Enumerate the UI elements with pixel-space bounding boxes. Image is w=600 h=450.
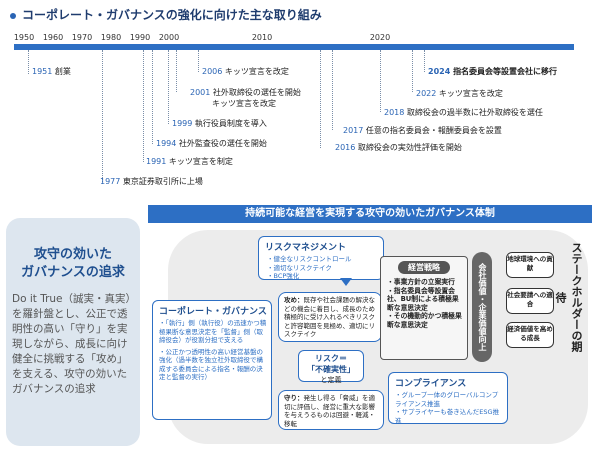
year-label: 1950 xyxy=(13,33,35,42)
corporate-governance-box: コーポレート・ガバナンス ・「執行」側（執行役）の迅速かつ積極果断な意思決定を「… xyxy=(152,300,272,420)
corporate-governance-items: ・「執行」側（執行役）の迅速かつ積極果断な意思決定を「監督」側（取締役会）が役割… xyxy=(159,319,267,381)
connector xyxy=(152,50,153,144)
year-label: 1970 xyxy=(71,33,93,42)
connector xyxy=(424,50,425,72)
risk-definition-line: と定義 xyxy=(320,376,342,384)
left-panel-title: 攻守の効いた ガバナンスの追求 xyxy=(21,247,125,280)
connector xyxy=(102,50,103,182)
connector xyxy=(412,50,413,92)
outcome-box: 経済価値を高める成長 xyxy=(506,322,554,348)
risk-management-items: ・健全なリスクコントロール ・適切なリスクテイク ・BCP強化 xyxy=(267,255,352,280)
corporate-governance-title: コーポレート・ガバナンス xyxy=(159,307,267,317)
year-label: 1960 xyxy=(42,33,64,42)
timeline-event: 2024 指名委員会等設置会社に移行 xyxy=(428,67,558,76)
year-label: 1990 xyxy=(129,33,151,42)
defense-text: 発生し得る「脅威」を適切に評価し、経営に重大な影響を与えうるものは回避・軽減・移… xyxy=(284,394,375,428)
risk-definition-box: リスク＝ 「不確実性」 と定義 xyxy=(298,350,364,384)
page-title-text: コーポレート・ガバナンスの強化に向けた主な取り組み xyxy=(22,8,322,22)
compliance-box: コンプライアンス ・グループ一体のグローバルコンプライアンス推進 ・サプライヤー… xyxy=(388,372,508,425)
attack-label: 攻め： xyxy=(284,296,304,304)
year-label: 1980 xyxy=(100,33,122,42)
year-label: 2010 xyxy=(251,33,273,42)
connector xyxy=(380,50,381,112)
connector xyxy=(168,50,169,124)
governance-banner: 持続可能な経営を実現する攻守の効いたガバナンス体制 xyxy=(148,205,592,223)
arrow-down-icon xyxy=(340,278,352,286)
defense-box: 守り：発生し得る「脅威」を適切に評価し、経営に重大な影響を与えうるものは回避・軽… xyxy=(278,390,384,430)
outcome-box: 地球環境への貢献 xyxy=(506,252,554,278)
corporate-value-bar: 会社価値・企業価値向上 xyxy=(472,252,492,362)
bullet-icon xyxy=(10,12,16,19)
connector xyxy=(332,50,333,130)
connector xyxy=(176,50,177,92)
risk-definition-line: 「不確実性」 xyxy=(307,365,355,374)
risk-management-box: リスクマネジメント ・健全なリスクコントロール ・適切なリスクテイク ・BCP強… xyxy=(258,236,384,280)
connector xyxy=(28,50,29,74)
page-title: コーポレート・ガバナンスの強化に向けた主な取り組み xyxy=(10,6,322,23)
timeline-event: 2001 社外取締役の選任を開始 xyxy=(190,88,301,97)
timeline-event: キッツ宣言を改定 xyxy=(212,99,276,108)
attack-text: 既存や社会課題の解決などの機会に着目し、成長のため積極的に受け入れるべきリスクと… xyxy=(284,296,375,338)
outcome-box: 社会要請への適合 xyxy=(506,288,554,314)
timeline-event: 2016 取締役会の実効性評価を開始 xyxy=(335,143,462,152)
compliance-title: コンプライアンス xyxy=(395,379,467,389)
left-panel-body: Do it True（誠実・真実）を羅針盤とし、公正で透明性の高い「守り」を実現… xyxy=(12,293,131,395)
timeline-event: 2017 任意の指名委員会・報酬委員会を設置 xyxy=(343,126,502,135)
defense-label: 守り： xyxy=(284,394,304,402)
compliance-items: ・グループ一体のグローバルコンプライアンス推進 ・サプライヤーも巻き込んだESG… xyxy=(395,391,500,425)
timeline-event: 2006 キッツ宣言を改定 xyxy=(202,67,289,76)
risk-management-title: リスクマネジメント xyxy=(265,243,347,253)
connector xyxy=(198,50,199,72)
timeline-event: 1994 社外監査役の選任を開始 xyxy=(156,139,267,148)
year-label: 2020 xyxy=(369,33,391,42)
timeline-event: 1977 東京証券取引所に上場 xyxy=(100,177,203,186)
connector xyxy=(143,50,144,162)
timeline-event: 1951 創業 xyxy=(32,67,71,76)
strategy-box: 経営戦略 ・事業方針の立案実行 ・指名委員会等設置会社、BU制による積極果断な意… xyxy=(380,256,468,360)
timeline-axis xyxy=(14,44,574,50)
timeline-event: 2018 取締役会の過半数に社外取締役を選任 xyxy=(384,108,543,117)
timeline-event: 1991 キッツ宣言を制定 xyxy=(146,157,233,166)
strategy-items: ・事業方針の立案実行 ・指名委員会等設置会社、BU制による積極果断な意思決定 ・… xyxy=(387,278,462,329)
attack-box: 攻め：既存や社会課題の解決などの機会に着目し、成長のため積極的に受け入れるべきリ… xyxy=(278,292,382,342)
timeline-event: 2022 キッツ宣言を改定 xyxy=(416,89,503,98)
connector xyxy=(320,50,321,148)
left-panel xyxy=(6,218,140,446)
stakeholder-label: ステークホルダーの期待 xyxy=(554,242,583,352)
risk-definition-line: リスク＝ xyxy=(315,354,347,363)
year-label: 2000 xyxy=(158,33,180,42)
strategy-title: 経営戦略 xyxy=(398,261,450,274)
timeline-event: 1999 執行役員制度を導入 xyxy=(172,119,267,128)
